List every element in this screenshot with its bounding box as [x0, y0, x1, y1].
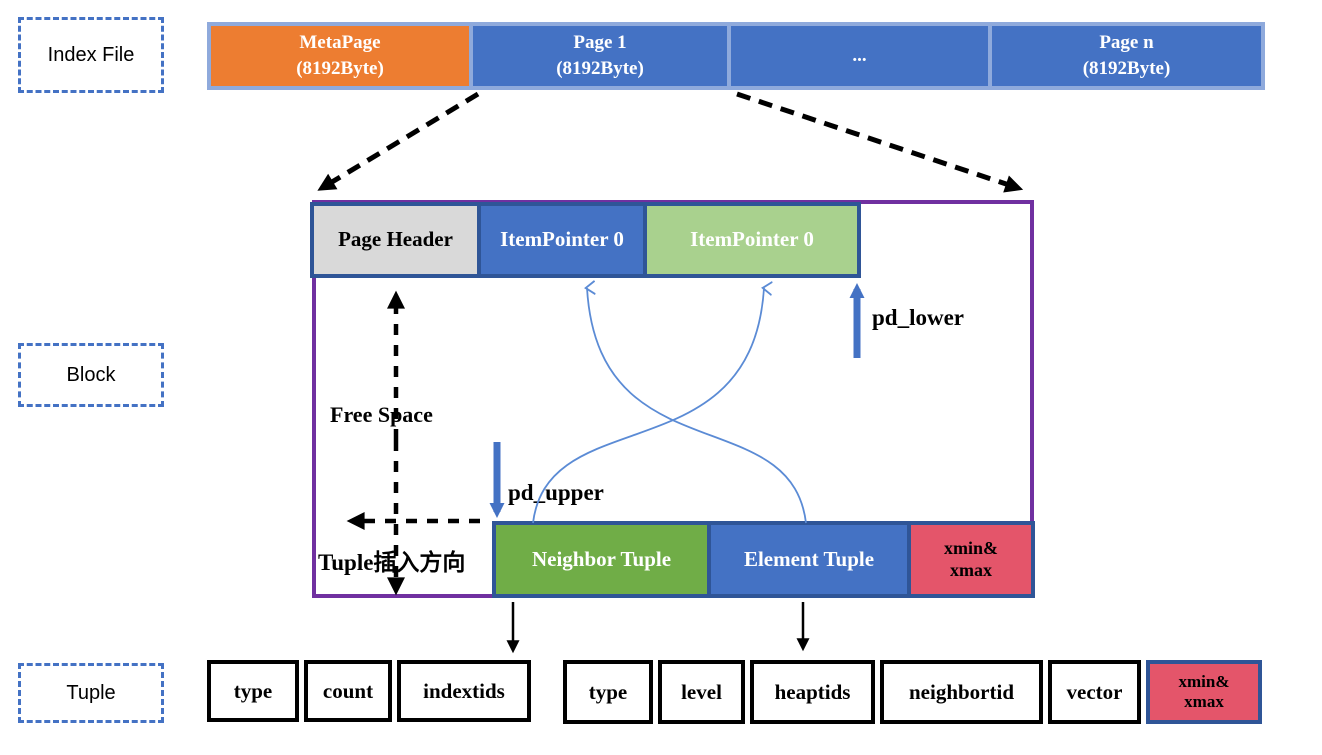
index-file-bar: MetaPage (8192Byte) Page 1 (8192Byte) ..… — [207, 22, 1265, 90]
page1-to-block-right-arrow — [736, 91, 1024, 193]
element-tuple-table: type level heaptids neighbortid vector x… — [563, 660, 1262, 724]
item-pointer-0-green-text: ItemPointer 0 — [690, 227, 814, 252]
page1-to-block-left-arrow — [317, 91, 480, 191]
element-tuple-field-vector: vector — [1048, 660, 1141, 724]
ellipsis-text: ... — [852, 45, 867, 67]
index-tuple-field-indextids: indextids — [397, 660, 531, 722]
element-tuple-field-heaptids: heaptids — [750, 660, 875, 724]
tuple-label: Tuple — [66, 681, 116, 704]
index-file-label: Index File — [47, 43, 135, 66]
free-space-label: Free Space — [328, 402, 435, 428]
block-header-row: Page Header ItemPointer 0 ItemPointer 0 — [310, 202, 861, 278]
index-tuple-field-count: count — [304, 660, 392, 722]
xmin-text: xmin& — [944, 537, 998, 558]
page1-title: Page 1 — [573, 32, 627, 54]
element-tuple-text: Element Tuple — [743, 546, 875, 571]
insert-direction-label: Tuple插入方向 — [318, 550, 466, 575]
item-pointer-0-blue-text: ItemPointer 0 — [500, 227, 624, 252]
pagen-title: Page n — [1099, 32, 1154, 54]
pd-upper-label: pd_upper — [508, 480, 604, 505]
neighbor-tuple-cell: Neighbor Tuple — [496, 525, 707, 594]
ellipsis-segment: ... — [731, 26, 988, 86]
index-tuple-table: type count indextids — [207, 660, 531, 722]
pagen-segment: Page n (8192Byte) — [992, 26, 1261, 86]
page1-size: (8192Byte) — [556, 58, 644, 79]
page-header-text: Page Header — [338, 227, 453, 252]
index-tuple-field-type: type — [207, 660, 299, 722]
xmin-xmax-cell: xmin& xmax — [911, 525, 1031, 594]
xmax-text: xmax — [950, 559, 992, 580]
element-tuple-field-type: type — [563, 660, 653, 724]
metapage-size: (8192Byte) — [296, 58, 384, 79]
element-tuple-cell: Element Tuple — [711, 525, 907, 594]
element-tuple-field-xminxmax: xmin& xmax — [1146, 660, 1262, 724]
metapage-title: MetaPage — [299, 32, 381, 54]
tuple-label-box: Tuple — [18, 663, 164, 723]
metapage-segment: MetaPage (8192Byte) — [211, 26, 469, 86]
pagen-size: (8192Byte) — [1082, 58, 1171, 79]
page1-segment: Page 1 (8192Byte) — [473, 26, 727, 86]
block-tuple-row: Neighbor Tuple Element Tuple xmin& xmax — [492, 521, 1035, 598]
block-label-box: Block — [18, 343, 164, 407]
item-pointer-0-blue-cell: ItemPointer 0 — [481, 206, 643, 274]
pd-lower-label: pd_lower — [872, 305, 964, 330]
index-file-label-box: Index File — [18, 17, 164, 93]
block-label: Block — [66, 363, 116, 386]
item-pointer-0-green-cell: ItemPointer 0 — [647, 206, 857, 274]
element-tuple-field-neighbortid: neighbortid — [880, 660, 1043, 724]
page-header-cell: Page Header — [314, 206, 477, 274]
neighbor-tuple-text: Neighbor Tuple — [531, 546, 672, 571]
element-tuple-field-level: level — [658, 660, 745, 724]
